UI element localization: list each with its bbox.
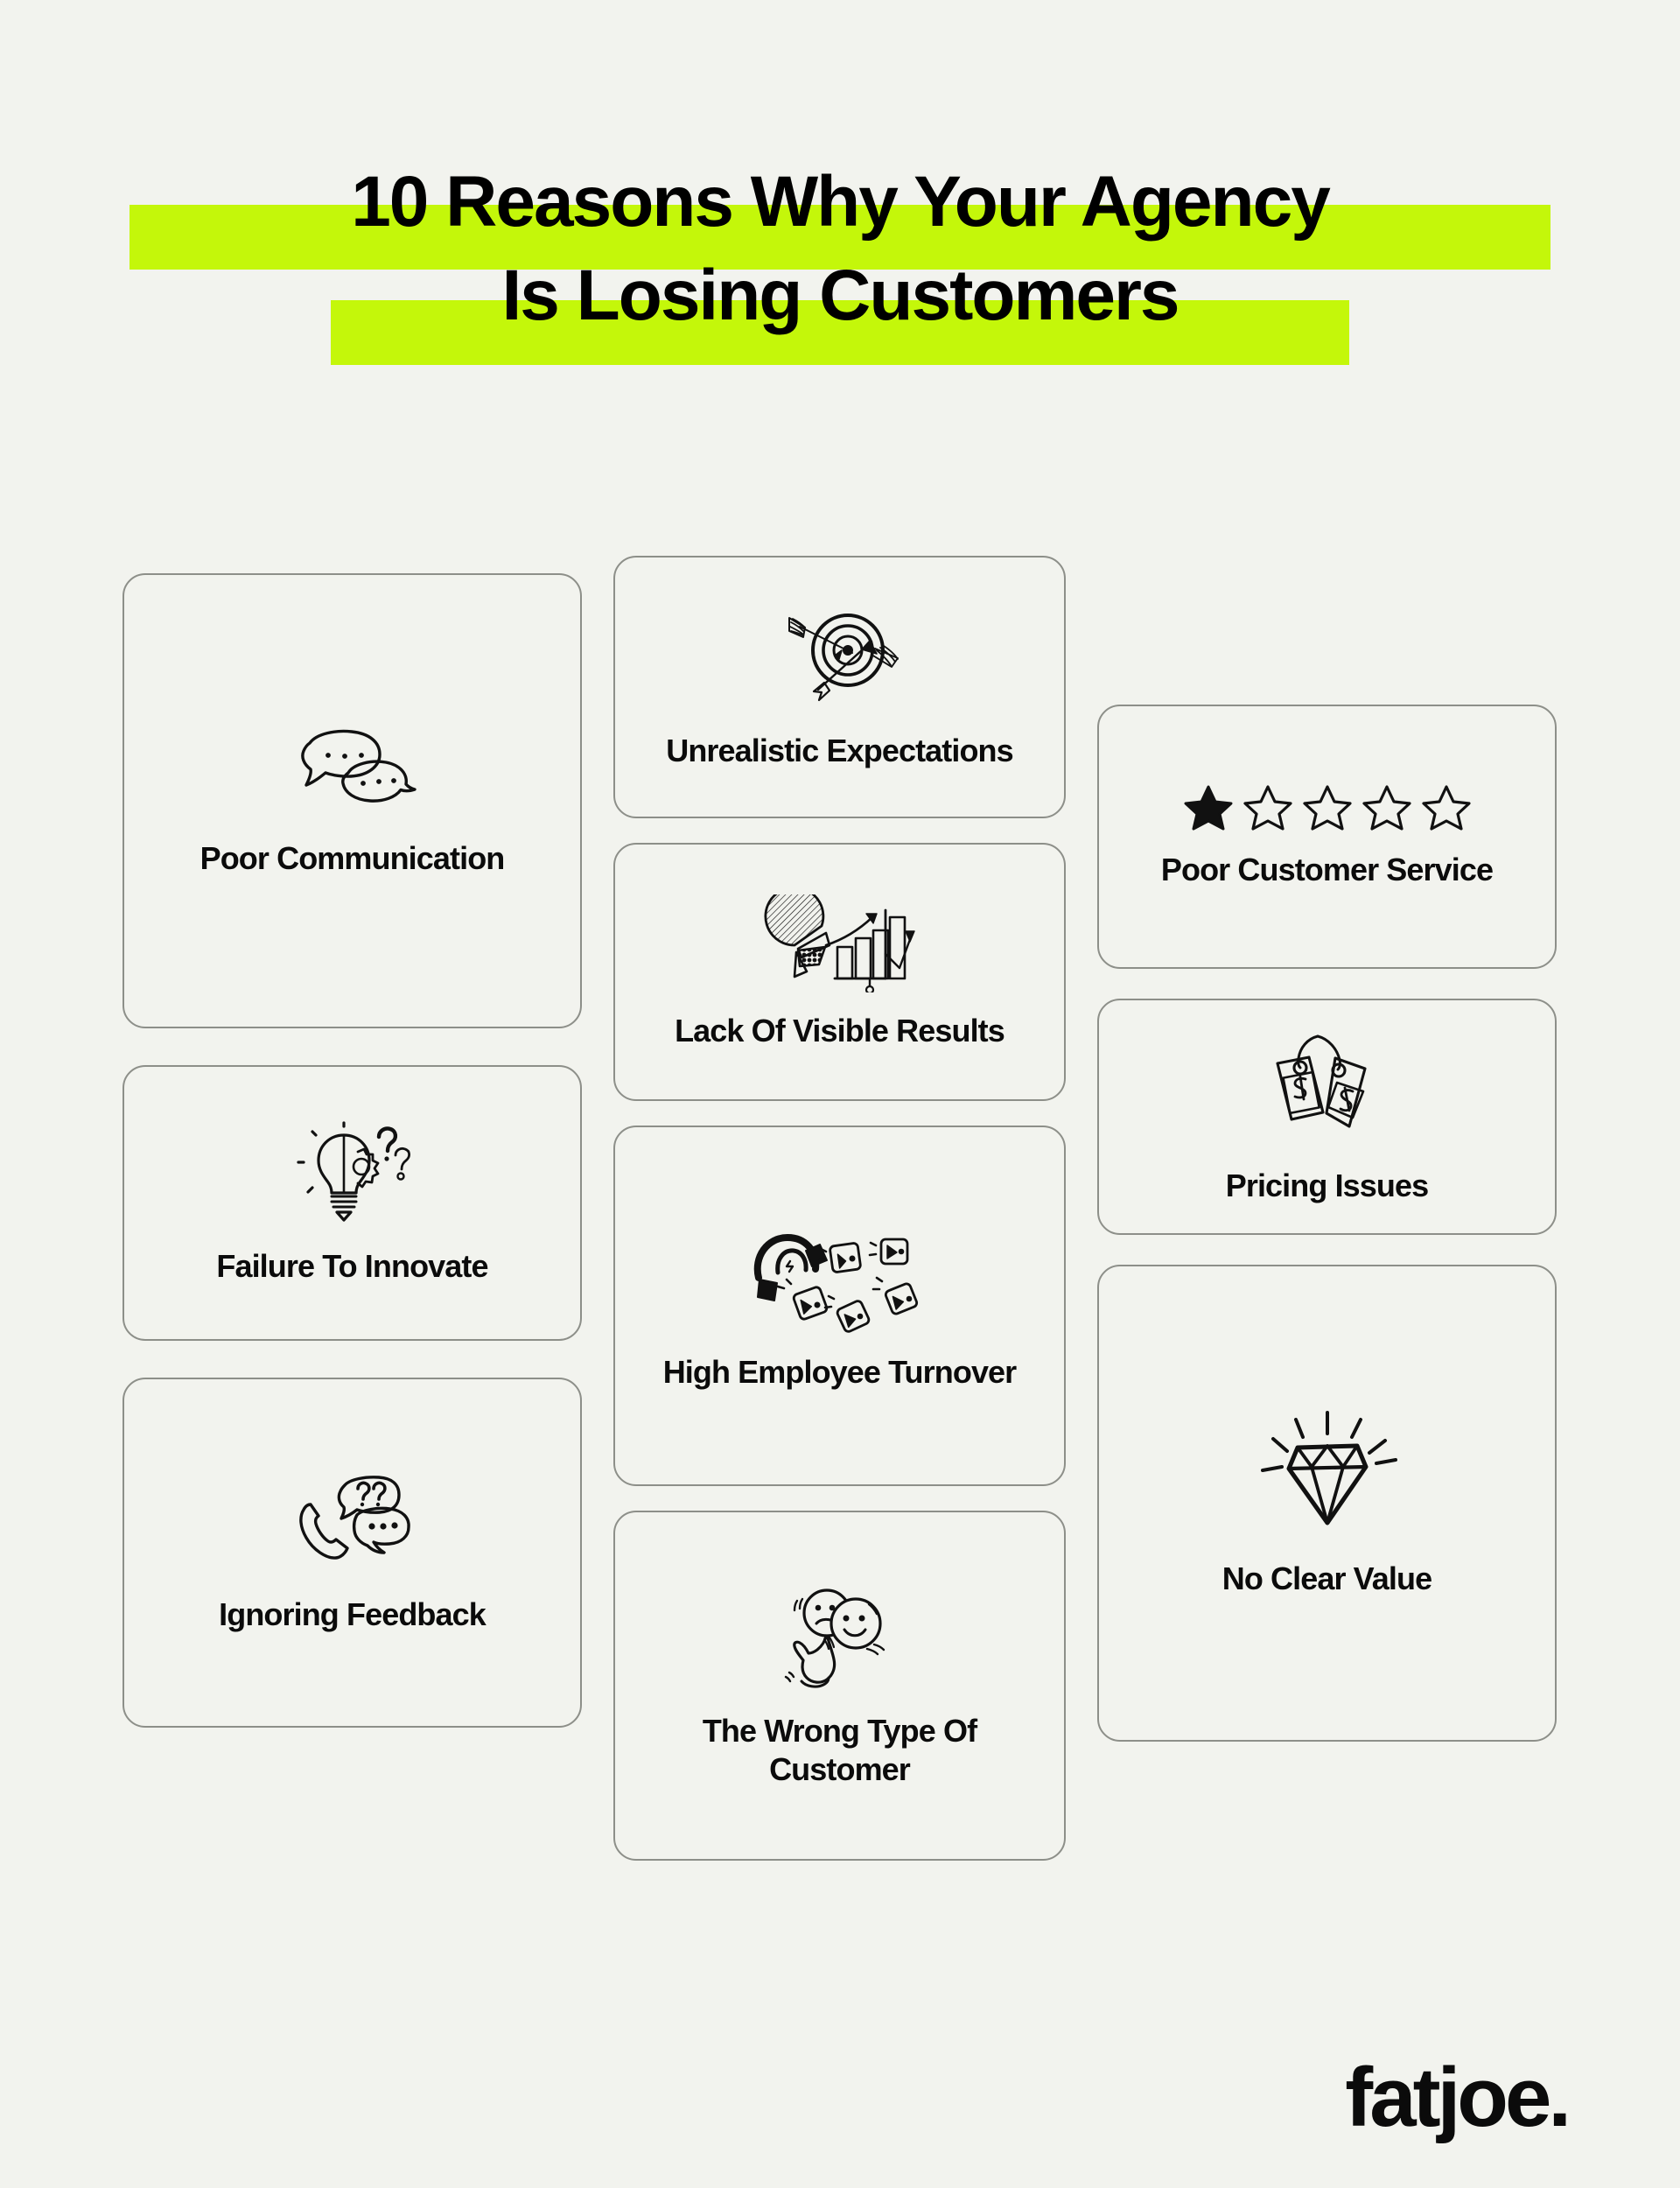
reason-label: Unrealistic Expectations xyxy=(666,733,1013,769)
reason-card-pricing-issues[interactable]: Pricing Issues xyxy=(1097,999,1557,1235)
reason-card-columns: Poor Communication xyxy=(122,556,1558,1861)
reason-label: Poor Customer Service xyxy=(1160,852,1494,888)
reason-card-poor-customer-service[interactable]: Poor Customer Service xyxy=(1097,705,1557,969)
title-line-2-text: Is Losing Customers xyxy=(501,255,1180,335)
magnet-people-icon xyxy=(748,1220,932,1334)
reason-card-high-employee-turnover[interactable]: High Employee Turnover xyxy=(613,1126,1066,1486)
reason-card-failure-to-innovate[interactable]: Failure To Innovate xyxy=(122,1065,582,1341)
reason-card-wrong-type-of-customer[interactable]: The Wrong Type Of Customer xyxy=(613,1511,1066,1861)
pie-bar-chart-icon xyxy=(754,894,926,992)
price-tags-dollar-icon xyxy=(1255,1028,1400,1147)
reason-label: Failure To Innovate xyxy=(216,1247,488,1284)
page-title: 10 Reasons Why Your Agency Is Losing Cus… xyxy=(0,156,1680,365)
reason-label: Lack Of Visible Results xyxy=(675,1012,1005,1048)
diamond-sparkle-icon xyxy=(1249,1409,1406,1540)
reason-card-lack-of-visible-results[interactable]: Lack Of Visible Results xyxy=(613,843,1066,1101)
reason-label: No Clear Value xyxy=(1222,1560,1432,1596)
reason-label: Poor Communication xyxy=(200,840,506,877)
title-line-2: Is Losing Customers xyxy=(0,249,1680,365)
target-arrows-icon xyxy=(754,604,926,712)
lightbulb-gear-question-icon xyxy=(291,1120,414,1228)
title-line-1-text: 10 Reasons Why Your Agency xyxy=(351,162,1331,242)
reason-label: Ignoring Feedback xyxy=(219,1596,486,1633)
sad-happy-faces-pointing-hand-icon xyxy=(774,1583,906,1693)
star-empty-icon xyxy=(1242,785,1292,831)
reason-label: Pricing Issues xyxy=(1225,1168,1429,1204)
title-highlight-bar-2 xyxy=(331,299,1349,365)
column-middle: Unrealistic Expectations xyxy=(613,556,1066,1861)
reason-card-unrealistic-expectations[interactable]: Unrealistic Expectations xyxy=(613,556,1066,818)
column-left: Poor Communication xyxy=(122,573,582,1728)
column-right: Poor Customer Service xyxy=(1097,705,1557,1742)
speech-bubbles-icon xyxy=(287,724,418,820)
reason-card-poor-communication[interactable]: Poor Communication xyxy=(122,573,582,1028)
phone-question-bubble-icon xyxy=(287,1471,418,1576)
star-empty-icon xyxy=(1302,785,1352,831)
reason-card-no-clear-value[interactable]: No Clear Value xyxy=(1097,1265,1557,1742)
star-empty-icon xyxy=(1362,785,1411,831)
reason-label: High Employee Turnover xyxy=(662,1354,1018,1391)
title-highlight-bar-1 xyxy=(130,205,1550,270)
fatjoe-logo: fatjoe. xyxy=(1345,2051,1572,2144)
star-empty-icon xyxy=(1421,785,1471,831)
star-filled-icon xyxy=(1184,785,1232,831)
title-line-1: 10 Reasons Why Your Agency xyxy=(0,156,1680,270)
one-star-rating-icon xyxy=(1184,784,1471,831)
reason-label: The Wrong Type Of Customer xyxy=(702,1712,977,1787)
reason-card-ignoring-feedback[interactable]: Ignoring Feedback xyxy=(122,1378,582,1728)
